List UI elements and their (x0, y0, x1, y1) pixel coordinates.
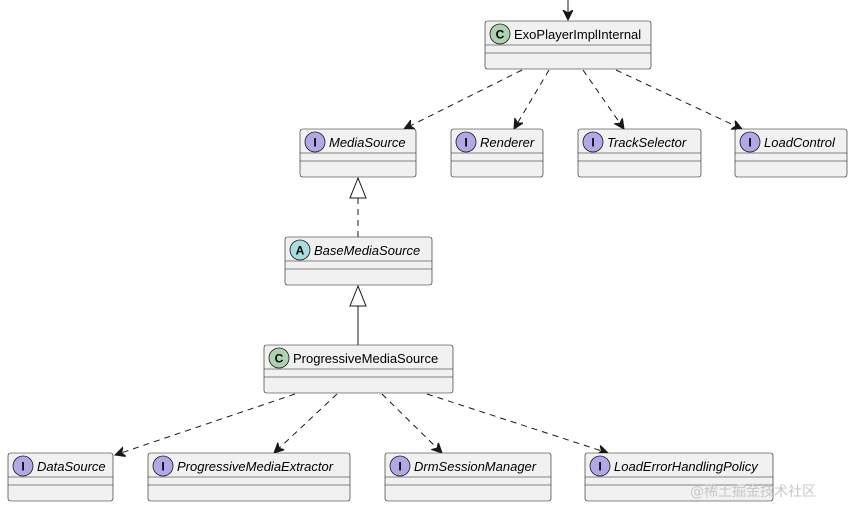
stereotype-icon (589, 455, 611, 477)
stereotype-icon (582, 131, 604, 153)
stereotype-icon (152, 455, 174, 477)
stereotype-icon (268, 347, 290, 369)
relation-progressivemediasource-to-progressivemediaextractor (274, 393, 338, 453)
watermark-text: @稀土掘金技术社区 (690, 484, 816, 500)
stereotype-letter: I (598, 460, 601, 474)
stereotype-icon (489, 23, 511, 45)
class-basemediasource: A BaseMediaSource (284, 236, 433, 286)
inheritance-arrowhead (349, 176, 367, 199)
class-name: BaseMediaSource (314, 243, 420, 258)
stereotype-icon (455, 131, 477, 153)
class-loadcontrol: I LoadControl (734, 128, 848, 178)
stereotype-icon (12, 455, 34, 477)
class-progressivemediaextractor: I ProgressiveMediaExtractor (147, 452, 351, 502)
class-name: DataSource (37, 459, 106, 474)
stereotype-letter: C (496, 28, 505, 42)
class-drmsessionmanager: I DrmSessionManager (384, 452, 552, 502)
class-progressivemediasource: C ProgressiveMediaSource (263, 344, 454, 394)
stereotype-icon (289, 239, 311, 261)
class-exoplayer: C ExoPlayerImplInternal (484, 20, 652, 70)
relation-progressivemediasource-to-datasource (115, 393, 296, 455)
stereotype-letter: I (313, 136, 316, 150)
class-renderer: I Renderer (450, 128, 544, 178)
relation-basemediasource-to-mediasource (349, 176, 367, 237)
class-name: ProgressiveMediaExtractor (177, 459, 334, 474)
class-name: ProgressiveMediaSource (293, 351, 438, 366)
stereotype-letter: I (748, 136, 751, 150)
relation-progressivemediasource-to-basemediasource (349, 284, 367, 345)
relation-progressivemediasource-to-drmsessionmanager (381, 393, 442, 453)
relation-progressivemediasource-to-loaderrorhandlingpolicy (426, 393, 608, 453)
class-name: LoadErrorHandlingPolicy (614, 459, 759, 474)
stereotype-letter: I (21, 460, 24, 474)
class-name: LoadControl (764, 135, 836, 150)
class-name: Renderer (480, 135, 535, 150)
class-name: DrmSessionManager (414, 459, 537, 474)
stereotype-icon (304, 131, 326, 153)
stereotype-letter: I (398, 460, 401, 474)
stereotype-letter: I (591, 136, 594, 150)
class-mediasource: I MediaSource (299, 128, 417, 178)
class-loaderrorhandlingpolicy: I LoadErrorHandlingPolicy (584, 452, 774, 502)
relation-exoplayer-to-trackselector (582, 69, 624, 129)
relation-exoplayer-to-renderer (514, 69, 550, 129)
stereotype-letter: I (464, 136, 467, 150)
class-datasource: I DataSource (7, 452, 114, 502)
relation-exoplayer-to-mediasource (404, 69, 523, 129)
stereotype-icon (389, 455, 411, 477)
relation-exoplayer-to-loadcontrol (615, 69, 742, 129)
stereotype-letter: C (275, 352, 284, 366)
stereotype-icon (739, 131, 761, 153)
class-name: ExoPlayerImplInternal (514, 27, 641, 42)
stereotype-letter: A (296, 244, 305, 258)
class-name: TrackSelector (607, 135, 687, 150)
inheritance-arrowhead (349, 284, 367, 307)
relations-layer (115, 0, 742, 455)
class-trackselector: I TrackSelector (577, 128, 702, 178)
class-name: MediaSource (329, 135, 406, 150)
stereotype-letter: I (161, 460, 164, 474)
